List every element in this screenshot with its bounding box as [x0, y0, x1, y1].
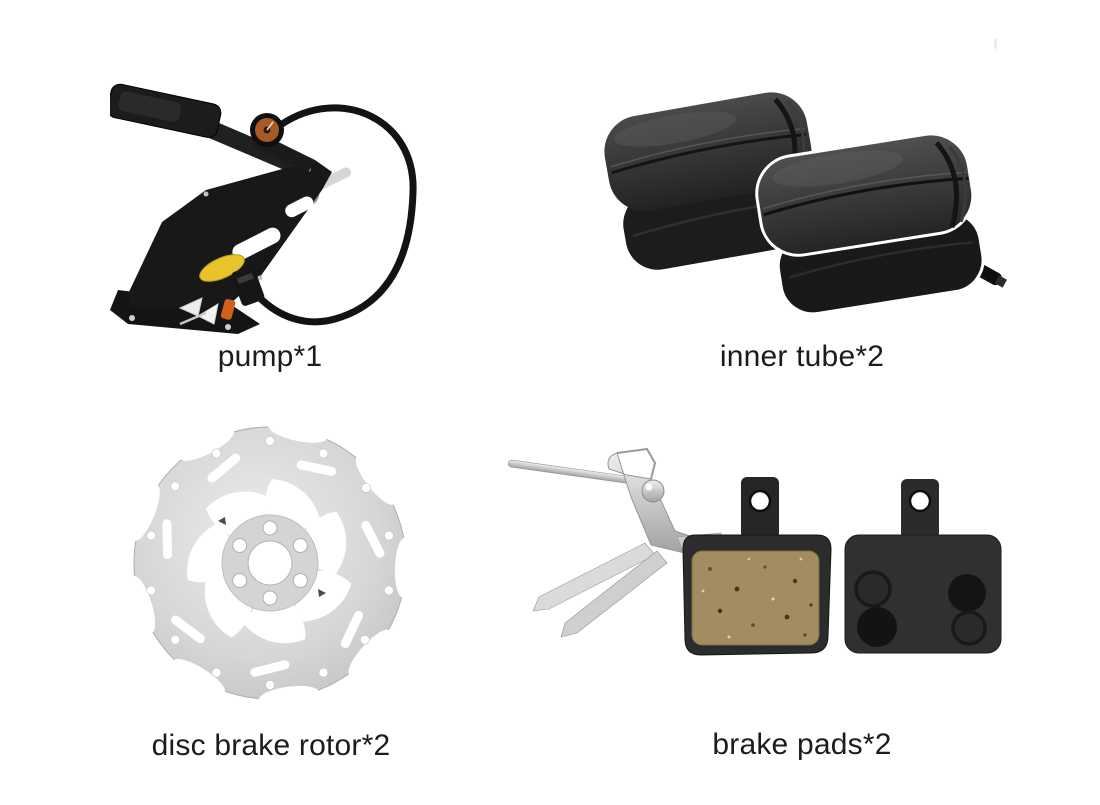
rotor-rim-waves — [129, 421, 413, 706]
tube-roll-upper — [755, 132, 975, 257]
cone-adapter — [196, 302, 219, 325]
tube-fold — [948, 145, 968, 223]
valve-connector — [231, 266, 265, 306]
plate-window — [232, 227, 281, 260]
tube-fold — [934, 141, 960, 229]
tube-seam-highlight — [762, 171, 968, 210]
tube-highlight — [613, 111, 737, 147]
plate-window — [285, 196, 314, 218]
cone-adapter — [178, 297, 203, 317]
pad-piston-mark — [948, 574, 986, 612]
gauge-needle — [266, 121, 274, 131]
frame-screw — [257, 275, 263, 281]
frame-screw — [203, 191, 209, 197]
yellow-badge — [199, 254, 245, 282]
base-screw — [225, 324, 231, 330]
scan-artifact — [994, 38, 997, 49]
tube-seam — [611, 132, 807, 175]
pump-label: pump*1 — [217, 340, 323, 373]
rotation-arrow — [318, 589, 326, 597]
friction-speckles — [701, 557, 813, 639]
disc-rotor-photo — [122, 420, 422, 707]
disc-rotor-label: disc brake rotor*2 — [151, 729, 391, 762]
pad-tab-hole — [748, 489, 772, 513]
tube-seam-highlight — [610, 127, 805, 168]
rotor-band-holes — [146, 436, 394, 690]
friction-material — [691, 550, 820, 646]
rotor-bolt-holes — [232, 520, 308, 606]
inner-tube-label: inner tube*2 — [719, 340, 885, 373]
needle-adapter — [179, 311, 207, 326]
clip-hook — [616, 447, 657, 480]
clip-leg — [560, 550, 668, 638]
inner-tube-photo — [565, 62, 1015, 324]
pump-photo — [110, 72, 440, 342]
tube-highlight — [772, 150, 903, 187]
clip-leg — [532, 542, 656, 612]
pad-tab-hole — [908, 489, 932, 513]
inner-tubes-icon — [604, 92, 1007, 316]
pad-piston-mark — [857, 607, 897, 647]
pad-recess — [854, 570, 892, 608]
pad-recess — [951, 610, 987, 646]
tube-seam — [789, 241, 973, 279]
base-screw — [129, 315, 135, 321]
brake-pad-back — [844, 479, 1002, 654]
disc-rotor-icon — [129, 421, 413, 706]
orange-adapter — [220, 299, 236, 320]
tube-bundle-right — [755, 132, 1007, 316]
brake-pads-photo — [505, 438, 1010, 700]
foot-pump-icon — [110, 83, 417, 334]
brake-pads-icon — [507, 447, 1002, 656]
brake-pad-front — [682, 477, 832, 656]
connector-lever — [236, 272, 254, 285]
rotor-center-hole — [247, 540, 293, 586]
valve-cap — [994, 275, 1007, 288]
clip-ball-highlight — [645, 483, 653, 491]
pump-front-plate — [128, 160, 332, 310]
rotation-arrow — [218, 517, 226, 525]
brake-pads-label: brake pads*2 — [712, 728, 892, 761]
clip-ball — [641, 479, 665, 503]
pedal-tread — [118, 91, 182, 122]
tube-seam — [763, 176, 969, 217]
rotor-slots — [162, 453, 385, 677]
pump-rear-arm — [190, 114, 315, 180]
